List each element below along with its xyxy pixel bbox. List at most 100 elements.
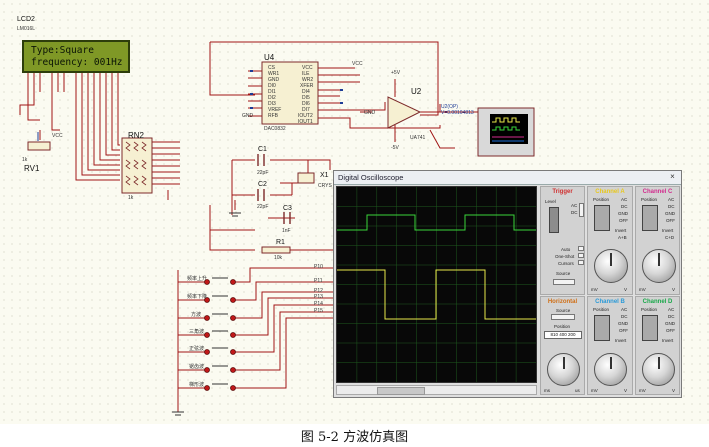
plus5v-label: +5V: [391, 70, 401, 76]
scrollbar-thumb[interactable]: [377, 387, 425, 395]
channel-d-position-slider[interactable]: [642, 315, 658, 341]
dac-pin-left-8: RFB: [268, 113, 278, 119]
rv1-label: RV1: [24, 164, 40, 173]
channel-d-scale-knob[interactable]: [642, 353, 675, 386]
channel-b-scale-knob[interactable]: [594, 353, 627, 386]
port-label: P12: [314, 288, 323, 294]
channel-gnd-label: GND: [618, 321, 628, 326]
channel-invert-label: Invert: [615, 228, 627, 233]
unit-label: us: [575, 388, 580, 393]
rn2-value: 1k: [128, 195, 134, 201]
switch-label: 正弦波: [189, 346, 205, 352]
channel-gnd-label: GND: [618, 211, 628, 216]
dac-pin-left-4: DI1: [268, 89, 276, 95]
port-label: P10: [314, 264, 323, 270]
c2-value: 22pF: [257, 204, 269, 210]
channel-dc-label: DC: [621, 314, 628, 319]
u4-part-label: DAC0832: [264, 126, 286, 132]
port-label: P13: [314, 294, 323, 300]
channel-invert-label: Invert: [662, 338, 674, 343]
u2-label: U2: [411, 87, 422, 96]
channel-b-panel: Channel B Position AC DC GND OFF Invert …: [587, 296, 633, 395]
channel-off-label: OFF: [619, 328, 628, 333]
dac-pin-left-5: DI2: [268, 95, 276, 101]
auto-button[interactable]: [578, 246, 584, 251]
trigger-oneshot-label: One-Shot: [555, 254, 575, 259]
channel-a-scale-knob[interactable]: [594, 249, 628, 283]
u2-pin-label: U2(OP): [441, 104, 458, 110]
trigger-source-selector[interactable]: [553, 279, 575, 285]
channel-dc-label: DC: [668, 204, 675, 209]
dac-pin-left-3: DI0: [268, 83, 276, 89]
dac-pin-left-2: GND: [268, 77, 280, 83]
unit-label: mV: [591, 287, 598, 292]
channel-c-scale-knob[interactable]: [642, 249, 676, 283]
dac-pin-right-8: IOUT2: [298, 113, 313, 119]
dac-pin-right-5: DI5: [302, 95, 310, 101]
trigger-source-label: Source: [556, 271, 571, 276]
r1-value: 10k: [274, 255, 283, 261]
u2-part-label: UA741: [410, 135, 426, 141]
channel-a-heading: Channel A: [595, 189, 625, 195]
dac-pin-right-0: VCC: [302, 65, 313, 71]
one-shot-button[interactable]: [578, 253, 584, 258]
switch-label: 频率上升: [187, 276, 208, 282]
lcd-line-2: frequency: 001Hz: [31, 57, 123, 68]
horizontal-readout[interactable]: 810 400 200: [544, 331, 582, 339]
unit-label: V: [624, 287, 628, 292]
oscilloscope-screen[interactable]: [336, 186, 537, 383]
cursors-button[interactable]: [578, 260, 584, 265]
horizontal-scrollbar[interactable]: [336, 385, 537, 395]
lcd-display[interactable]: Type:Square frequency: 001Hz: [22, 40, 130, 73]
trigger-heading: Trigger: [552, 189, 573, 195]
oscilloscope-traces: [337, 187, 536, 382]
trigger-dc-label: DC: [571, 210, 578, 215]
dac-pin-right-1: ILE: [302, 71, 310, 77]
channel-a-position-slider[interactable]: [594, 205, 610, 231]
dac-pin-left-7: VREF: [268, 107, 282, 113]
close-icon[interactable]: ×: [670, 172, 675, 181]
horizontal-source-label: Source: [556, 308, 571, 313]
lcd-line-1: Type:Square: [31, 45, 94, 56]
switch-label: 三角波: [189, 329, 205, 335]
port-label: P14: [314, 301, 323, 307]
vcc-label: VCC: [352, 61, 363, 67]
dac-pin-right-7: DI7: [302, 107, 310, 113]
trigger-coupling-switch[interactable]: [579, 203, 584, 217]
x1-label: X1: [320, 172, 329, 179]
trigger-auto-label: Auto: [561, 247, 571, 252]
unit-label: ms: [544, 388, 550, 393]
unit-label: mV: [639, 287, 646, 292]
channel-b-trace: [337, 214, 536, 231]
horizontal-source-selector[interactable]: [551, 314, 575, 320]
trigger-level-slider[interactable]: [549, 207, 559, 233]
channel-position-label: Position: [641, 197, 658, 202]
figure-caption: 图 5-2 方波仿真图: [300, 430, 409, 445]
channel-cplusd-label: C+D: [665, 235, 675, 240]
channel-position-label: Position: [641, 307, 658, 312]
oscilloscope-window[interactable]: Digital Oscilloscope ×: [333, 170, 682, 398]
c3-label: C3: [283, 205, 292, 212]
channel-dc-label: DC: [668, 314, 675, 319]
dac-pin-right-9: IOUT1: [298, 119, 313, 125]
rn2-label: RN2: [128, 131, 145, 140]
x1-part-label: CRYS: [318, 183, 332, 189]
dac-pin-right-3: XFER: [300, 83, 314, 89]
channel-ac-label: AC: [668, 197, 675, 202]
timebase-knob[interactable]: [547, 353, 580, 386]
c1-label: C1: [258, 146, 267, 153]
r1-label: R1: [276, 239, 285, 246]
schematic-canvas[interactable]: LCD2 LM016L Type:Square frequency: 001Hz…: [0, 0, 709, 424]
channel-b-position-slider[interactable]: [594, 315, 610, 341]
vcc-label-rv1: VCC: [52, 133, 63, 139]
u2-voltage-label: V=0.00104813: [441, 110, 474, 116]
channel-c-position-slider[interactable]: [642, 205, 658, 231]
switch-label: 频率下降: [187, 294, 208, 300]
unit-label: V: [672, 388, 676, 393]
dac-pin-right-6: DI6: [302, 101, 310, 107]
unit-label: mV: [591, 388, 598, 393]
channel-c-panel: Channel C Position AC DC GND OFF Invert …: [635, 186, 680, 295]
horizontal-panel: Horizontal Source Position 810 400 200 m…: [540, 296, 585, 395]
switch-label: 方波: [191, 312, 202, 318]
horizontal-heading: Horizontal: [547, 299, 578, 305]
